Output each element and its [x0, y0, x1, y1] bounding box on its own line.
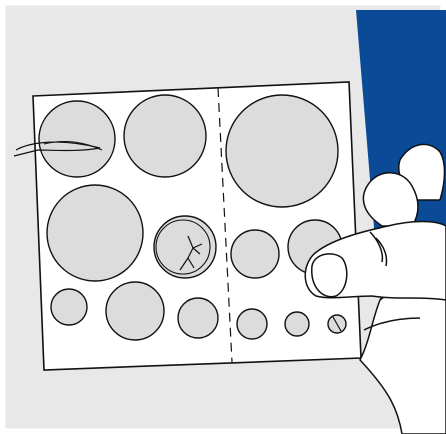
- circle: [50, 288, 88, 326]
- hand: [304, 143, 446, 434]
- fold-line: [217, 87, 233, 363]
- knuckle-crease: [375, 237, 388, 267]
- circle: [38, 100, 116, 178]
- circle: [105, 281, 165, 341]
- circle: [225, 94, 339, 208]
- thumbnail: [311, 253, 348, 298]
- wire: [13, 141, 101, 157]
- circle-group-left: [38, 94, 219, 341]
- knuckle-crease: [369, 231, 384, 263]
- circle: [153, 215, 217, 279]
- crack-lines: [179, 235, 203, 271]
- circle: [123, 94, 207, 178]
- wrist-line: [363, 317, 421, 331]
- finger-2: [362, 172, 419, 227]
- wire-inner: [43, 141, 103, 151]
- circle-slash: [332, 316, 342, 332]
- circle-group-right: [225, 94, 347, 340]
- circle: [177, 297, 219, 339]
- circle: [284, 311, 310, 337]
- circle: [236, 308, 268, 340]
- circle: [230, 229, 280, 279]
- circle: [46, 184, 144, 282]
- circle-inner-ring: [155, 219, 211, 275]
